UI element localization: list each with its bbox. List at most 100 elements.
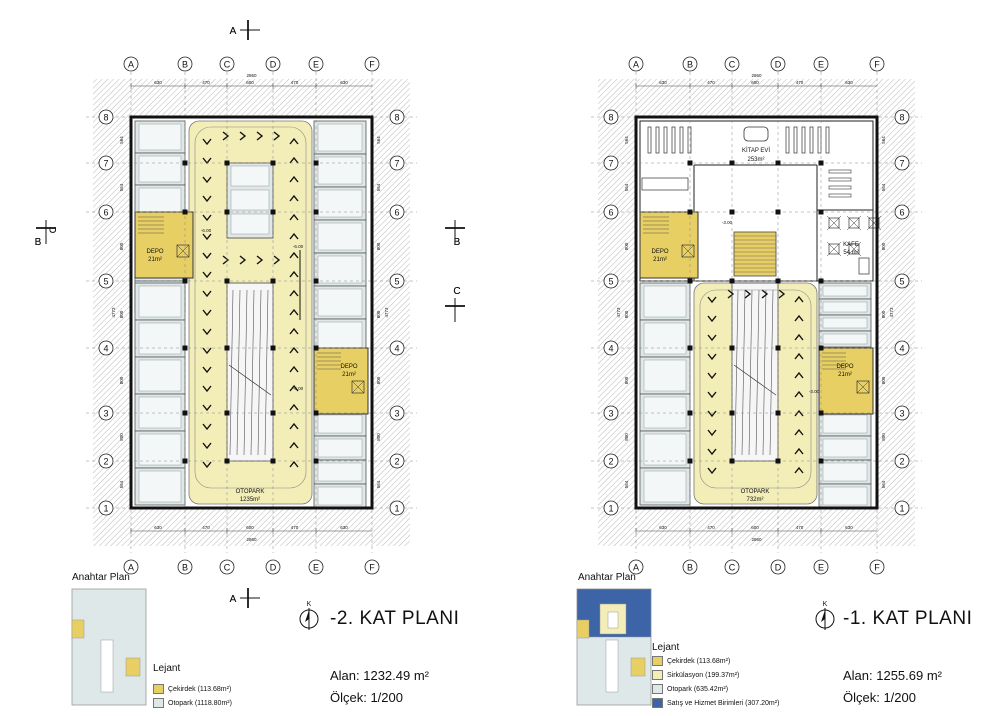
dimension-text: 800 [624, 242, 629, 250]
elevator [351, 380, 365, 394]
dimension-text: 564 [119, 480, 124, 488]
axis-bubble [389, 405, 405, 421]
outer-wall [634, 115, 879, 510]
ramp-path-line [699, 289, 812, 489]
key-plan-circulation [599, 603, 627, 635]
cores [134, 211, 369, 415]
axis-bubble [603, 405, 619, 421]
parking-stall-mark [822, 438, 868, 458]
parking-stall-mark [643, 396, 687, 429]
page-title: -2. KAT PLANI [330, 608, 460, 629]
parking-stall-mark [822, 317, 868, 329]
axis-bubble [98, 273, 114, 289]
elevator-x [681, 244, 695, 258]
legend-title: Lejant [153, 663, 181, 674]
bookshelf [687, 126, 692, 154]
parking-stall-mark [822, 285, 868, 297]
axis-bubble [389, 109, 405, 125]
right-arrow [778, 289, 786, 299]
axis-label: 7 [899, 159, 904, 169]
axis-bubble [894, 109, 910, 125]
axis-bubble [894, 500, 910, 516]
column [224, 410, 230, 416]
axis-bubble [98, 204, 114, 220]
down-arrow [202, 366, 212, 374]
legend-item: Çekirdek (113.68m²) [153, 684, 231, 694]
column [270, 209, 276, 215]
down-arrow [202, 290, 212, 298]
down-arrow [202, 404, 212, 412]
column [687, 410, 693, 416]
bookshelf [801, 126, 806, 154]
legend-item: Sirkülasyon (199.37m²) [652, 670, 739, 680]
dimension-text: 800 [119, 433, 124, 441]
ramp-break-line [228, 364, 272, 396]
column [270, 345, 276, 351]
column [775, 209, 781, 215]
column [313, 160, 319, 166]
axis-bubble [894, 204, 910, 220]
axis-bubble [628, 56, 644, 72]
axis-bubble [219, 559, 235, 575]
up-arrow [794, 447, 804, 455]
axis-label: F [369, 60, 375, 70]
parking-stall-mark [317, 462, 363, 482]
room-area: 21m² [342, 372, 356, 378]
parking-stall-mark [317, 123, 363, 152]
axis-label: F [874, 60, 880, 70]
column [270, 458, 276, 464]
cores [639, 211, 874, 415]
up-arrow [794, 295, 804, 303]
shelf-row [828, 185, 852, 190]
elevator [176, 244, 190, 258]
axis-label: 7 [394, 159, 399, 169]
parking-stall-mark [822, 333, 868, 345]
axis-label: 1 [394, 504, 399, 514]
axis-label: 7 [608, 159, 613, 169]
ramp-line [264, 289, 269, 456]
ramp-island [731, 282, 779, 462]
axis-bubble [894, 273, 910, 289]
bookshelf [647, 126, 652, 154]
legend-label: Çekirdek (113.68m²) [168, 685, 232, 693]
column [775, 278, 781, 284]
axis-label: 6 [608, 208, 613, 218]
room-labels: DEPO21m²DEPO21m²OTOPARK1235m²-6.00-6.00-… [146, 228, 357, 503]
axis-label: 1 [899, 504, 904, 514]
axis-label: 8 [608, 113, 613, 123]
legend-item: Otopark (635.42m²) [652, 684, 728, 694]
down-arrow [202, 195, 212, 203]
axis-label: A [633, 60, 639, 70]
up-arrow [794, 409, 804, 417]
axis-label: A [128, 563, 134, 573]
axis-label: A [633, 563, 639, 573]
legend-swatch-parking [153, 698, 164, 708]
axis-label: D [270, 60, 277, 70]
axis-label: 3 [899, 409, 904, 419]
axis-bubble [364, 559, 380, 575]
bookshelf [825, 126, 830, 154]
legend-item: Çekirdek (113.68m²) [652, 656, 730, 666]
up-arrow [289, 365, 299, 373]
axis-label: 2 [103, 457, 108, 467]
column [775, 458, 781, 464]
down-arrow [707, 410, 717, 418]
column [729, 410, 735, 416]
right-arrow [239, 131, 247, 141]
column [775, 160, 781, 166]
dimension-total: 2860 [246, 537, 257, 542]
cafe-table [848, 217, 860, 229]
legend-label: Sirkülasyon (199.37m²) [667, 671, 740, 679]
column [687, 209, 693, 215]
bookshelf [679, 126, 684, 154]
column [775, 410, 781, 416]
elevator-x [351, 380, 365, 394]
parking-stall-mark [643, 285, 687, 318]
axis-label: 8 [394, 113, 399, 123]
section-letter: A [230, 594, 237, 605]
parking-stall-mark [317, 414, 363, 434]
